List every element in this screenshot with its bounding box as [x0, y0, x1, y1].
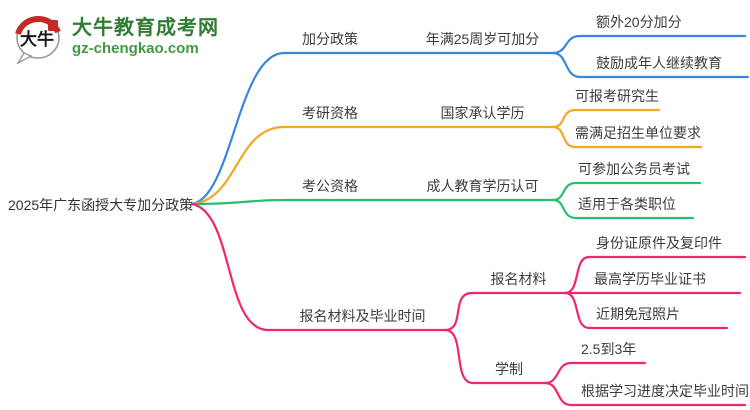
site-url[interactable]: gz-chengkao.com	[72, 39, 199, 57]
svg-text:大牛: 大牛	[20, 29, 54, 49]
branch-2-leaf-1: 可报考研究生	[575, 88, 659, 104]
branch-1-lines	[190, 34, 750, 206]
branch-1-label: 加分政策	[302, 31, 358, 47]
branch-2-leaf-2: 需满足招生单位要求	[575, 125, 701, 141]
branch-4-sub-1-label: 报名材料	[490, 271, 547, 287]
branch-4-sub-1-leaf-1: 身份证原件及复印件	[596, 235, 722, 251]
branch-3-label: 考公资格	[302, 178, 358, 194]
branch-4-lines	[190, 202, 747, 407]
branch-1-leaf-2: 鼓励成年人继续教育	[596, 55, 722, 71]
branch-4-sub-2-leaf-1: 2.5到3年	[581, 341, 637, 357]
branch-1-leaf-1: 额外20分加分	[596, 14, 682, 30]
branch-4-sub-1-leaf-3: 近期免冠照片	[596, 306, 680, 322]
daniu-bubble-logo-icon: 大牛	[15, 16, 61, 64]
branch-4-label: 报名材料及毕业时间	[299, 308, 426, 324]
branch-3-leaf-1: 可参加公务员考试	[578, 161, 690, 177]
branch-4-sub-2-leaf-2: 根据学习进度决定毕业时间	[581, 383, 749, 399]
branch-3-subtopic: 成人教育学历认可	[426, 178, 539, 194]
branch-4-sub-1-leaf-2: 最高学历毕业证书	[594, 271, 706, 287]
branch-3-leaf-2: 适用于各类职位	[578, 196, 676, 212]
root-topic: 2025年广东函授大专加分政策	[8, 197, 194, 213]
site-logo[interactable]: 大牛 大牛教育成考网 gz-chengkao.com	[12, 10, 219, 64]
branch-2-lines	[190, 108, 703, 206]
branch-4-sub-2-label: 学制	[495, 361, 523, 377]
branch-1-subtopic: 年满25周岁可加分	[425, 31, 540, 47]
site-name[interactable]: 大牛教育成考网	[72, 16, 219, 39]
branch-3-lines	[190, 181, 702, 220]
branch-2-label: 考研资格	[302, 105, 358, 121]
branch-2-subtopic: 国家承认学历	[440, 105, 525, 121]
